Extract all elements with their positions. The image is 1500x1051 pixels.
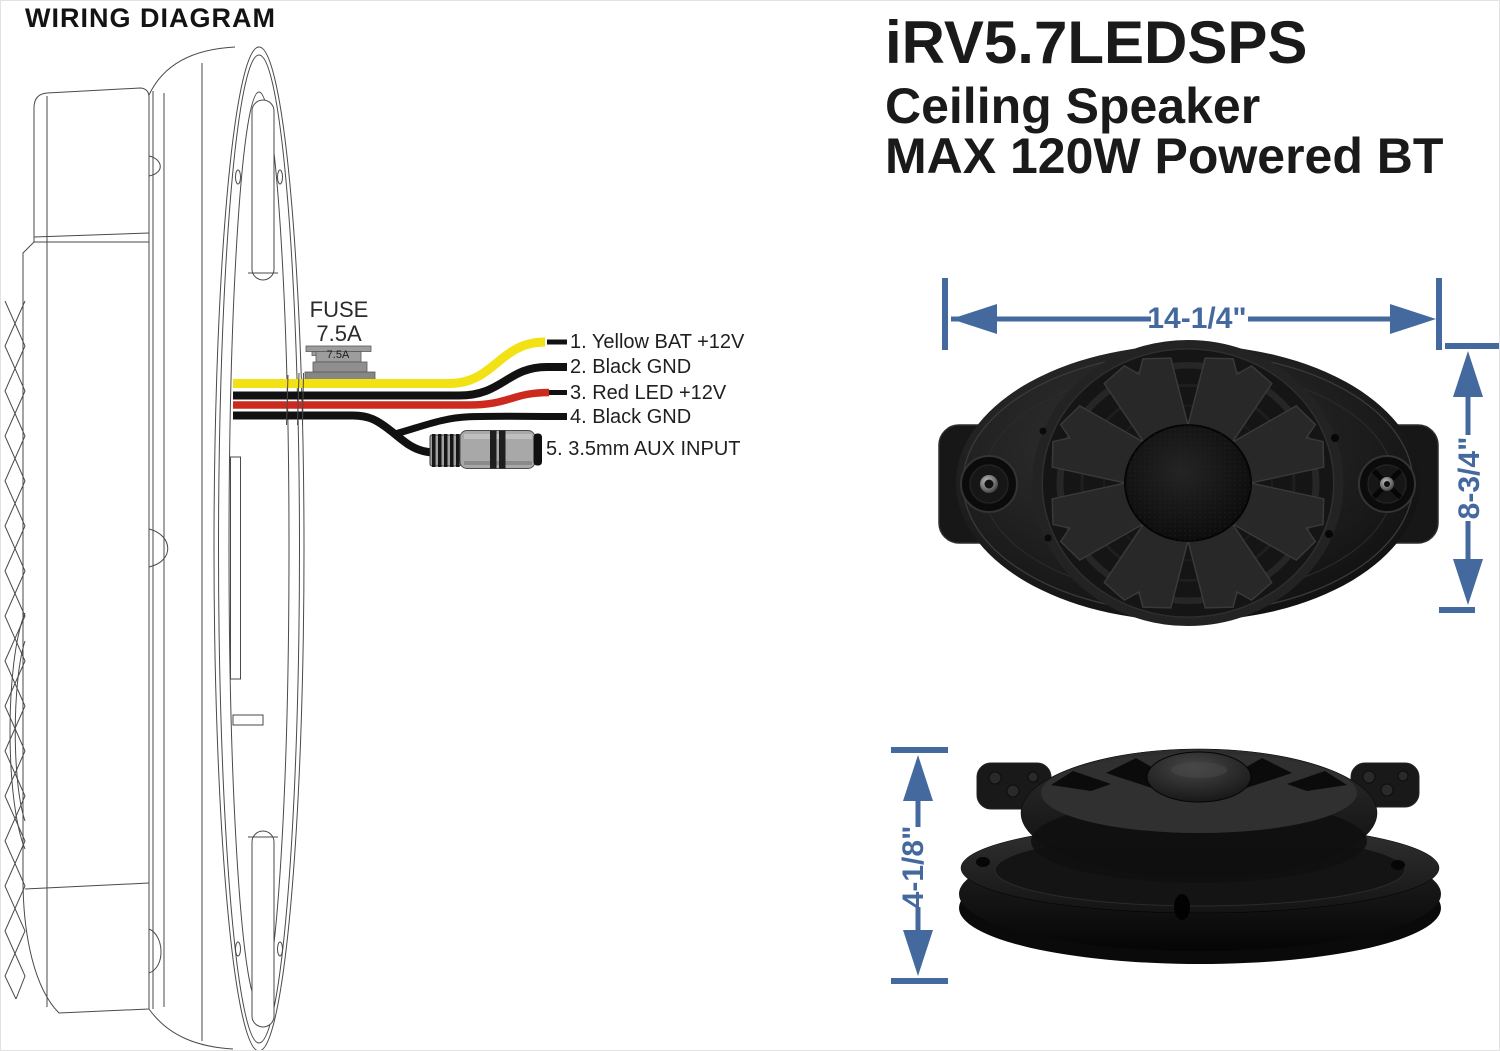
product-model: iRV5.7LEDSPS: [885, 9, 1308, 76]
dimension-depth: [891, 747, 948, 984]
wire-black-gnd-2: [233, 363, 567, 400]
wire-red-led: [233, 388, 550, 409]
speaker-wireframe-side-view: [4, 46, 305, 1050]
left-tweeter: [960, 455, 1018, 513]
wire-yellow-end-dash: [547, 339, 567, 345]
dimension-depth-text: 4-1/8": [897, 825, 930, 909]
wire-label-black-gnd-4: 4. Black GND: [570, 406, 692, 428]
product-power-spec: MAX 120W Powered BT: [885, 128, 1444, 184]
dimension-width-text: 14-1/4": [1147, 302, 1247, 335]
wire-yellow-bat: [233, 337, 546, 388]
aux-connector: [429, 430, 542, 469]
fuse-label: FUSE: [309, 297, 369, 322]
wire-label-red-led: 3. Red LED +12V: [570, 382, 727, 404]
fuse-holder: [304, 345, 376, 380]
dimension-height: [1439, 343, 1499, 613]
wire-label-aux-input: 5. 3.5mm AUX INPUT: [546, 438, 741, 460]
wiring-diagram-title: WIRING DIAGRAM: [25, 3, 276, 33]
speaker-side-view-photo: [959, 748, 1441, 964]
fuse-rating-label: 7.5A: [316, 321, 362, 346]
dimension-height-text: 8-3/4": [1453, 436, 1486, 520]
wire-harness: [233, 337, 568, 457]
right-tweeter: [1358, 455, 1416, 513]
product-type: Ceiling Speaker: [885, 78, 1261, 134]
wire-label-black-gnd-2: 2. Black GND: [570, 356, 692, 378]
wire-red-end-dash: [549, 390, 567, 395]
wire-label-yellow-bat: 1. Yellow BAT +12V: [570, 331, 745, 353]
speaker-front-view-photo: [938, 339, 1439, 627]
wire-black-aux: [233, 411, 436, 457]
dimension-width: [942, 278, 1442, 350]
wire-black-gnd-4: [394, 412, 568, 438]
fuse-body-text: 7.5A: [326, 349, 350, 361]
